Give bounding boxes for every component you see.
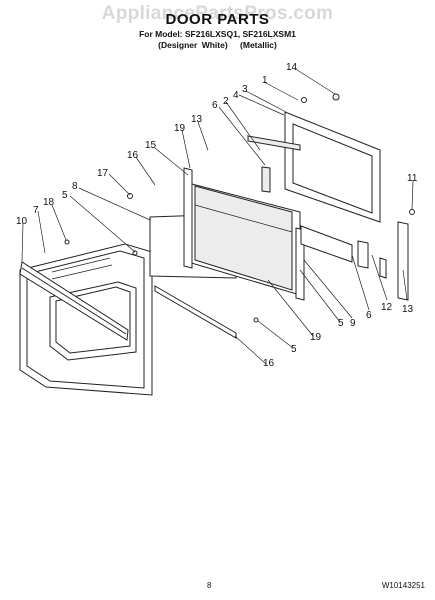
- leader-lines: [21, 67, 414, 365]
- insulation-strip: [247, 135, 301, 193]
- callout-12: 12: [381, 302, 393, 313]
- callout-19-lower: 19: [310, 332, 322, 343]
- document-code: W10143251: [381, 581, 425, 590]
- callout-13-lower: 13: [402, 304, 414, 315]
- callout-6-lower: 6: [366, 310, 372, 321]
- hinge-bar-left: [183, 167, 193, 269]
- lower-trim: [300, 225, 353, 263]
- callout-5-lower: 5: [338, 318, 344, 329]
- callout-17: 17: [97, 168, 109, 179]
- callout-11: 11: [407, 173, 418, 184]
- callout-numbers: 14 1 6 2 4 3 13 19 15 16 17 8 5 18 7 10 …: [16, 62, 418, 369]
- callout-4: 4: [233, 90, 239, 101]
- door-handle: [19, 261, 129, 341]
- callout-14: 14: [286, 62, 298, 73]
- hinge-assembly: [357, 240, 387, 279]
- callout-16-bottom: 16: [263, 358, 275, 369]
- callout-19: 19: [174, 123, 186, 134]
- screws: [64, 93, 415, 323]
- page-title: DOOR PARTS: [165, 11, 270, 28]
- callout-6: 6: [212, 100, 218, 111]
- inner-glass-frame: [187, 182, 301, 296]
- callout-16: 16: [127, 150, 139, 161]
- outer-door-panel: [19, 243, 153, 396]
- model-subtitle: For Model: SF216LXSQ1, SF216LXSM1: [139, 29, 296, 39]
- bottom-rail: [154, 285, 237, 339]
- callout-9: 9: [350, 318, 356, 329]
- callout-5: 5: [62, 190, 68, 201]
- callout-1: 1: [262, 75, 268, 86]
- callout-18: 18: [43, 197, 55, 208]
- side-bracket: [397, 221, 409, 301]
- callout-8: 8: [72, 181, 78, 192]
- inner-door-liner: [284, 111, 381, 223]
- callout-2: 2: [223, 96, 229, 107]
- watermark: AppliancePartsPros.com: [101, 3, 334, 24]
- callout-13: 13: [191, 114, 203, 125]
- callout-10: 10: [16, 216, 28, 227]
- callout-7: 7: [33, 205, 39, 216]
- callout-5-bottom: 5: [291, 344, 297, 355]
- variant-designer-white: (Designer White): [158, 40, 228, 50]
- variant-line: (Designer White) (Metallic): [0, 40, 435, 50]
- callout-3: 3: [242, 84, 248, 95]
- variant-metallic: (Metallic): [240, 40, 277, 50]
- page-number: 8: [207, 581, 212, 590]
- callout-15: 15: [145, 140, 157, 151]
